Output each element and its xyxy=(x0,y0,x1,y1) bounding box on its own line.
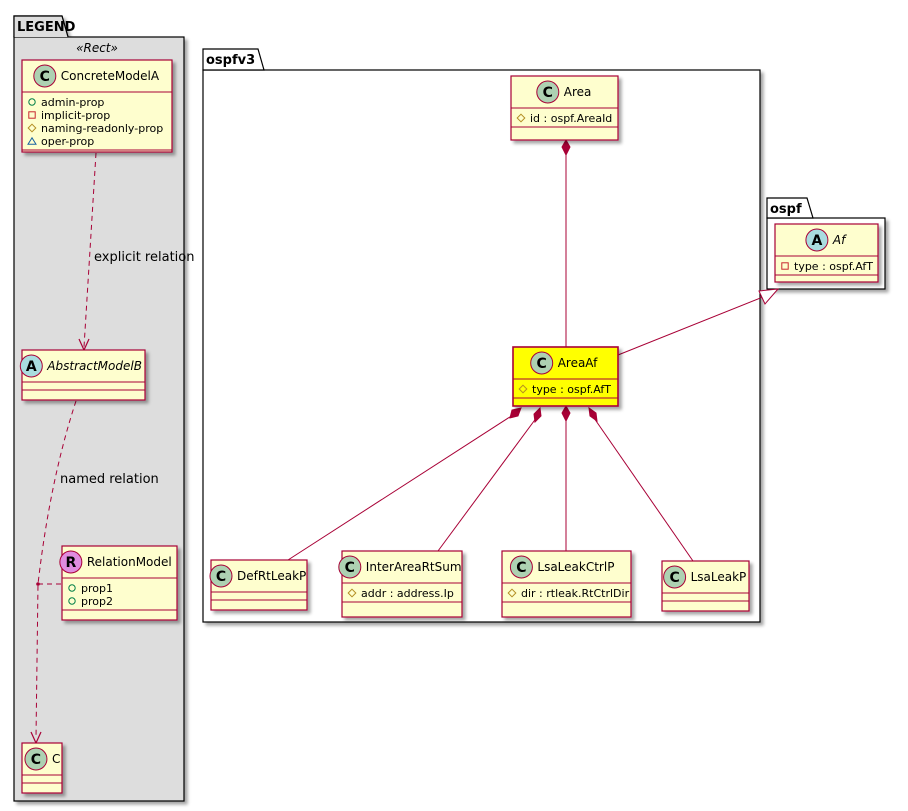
area-composition-diamond xyxy=(561,138,571,157)
class-type-letter: A xyxy=(811,233,822,249)
class-abstract-model-b[interactable]: A AbstractModelB xyxy=(19,349,146,401)
class-attribute: addr : address.Ip xyxy=(361,587,454,600)
class-lsa-leak-p[interactable]: C LsaLeakP xyxy=(661,560,750,612)
package-title-ospf: ospf xyxy=(770,202,802,217)
composition-diamond-interarearts xyxy=(533,406,542,424)
class-type-letter: C xyxy=(537,356,547,372)
protected-icon xyxy=(347,588,357,598)
class-type-letter: C xyxy=(543,85,553,101)
class-type-letter: C xyxy=(516,560,526,576)
class-type-letter: A xyxy=(26,359,37,375)
class-inter-area-rt-sum[interactable]: C InterAreaRtSum addr : address.Ip xyxy=(338,550,463,618)
class-type-icon xyxy=(59,550,83,574)
named-relation-label: named relation xyxy=(60,472,159,487)
class-attribute: type : ospf.AfT xyxy=(532,383,611,396)
class-type-icon xyxy=(805,228,829,252)
legend-stereotype: «Rect» xyxy=(76,41,118,55)
class-af[interactable]: A Af type : ospf.AfT xyxy=(774,223,879,283)
composition-diamond-defrtleakp xyxy=(509,407,522,419)
class-name: RelationModel xyxy=(87,555,172,569)
class-type-icon xyxy=(536,80,560,104)
class-name: ConcreteModelA xyxy=(61,69,160,83)
class-type-letter: R xyxy=(65,555,76,571)
generalization-triangle xyxy=(758,288,780,305)
class-box xyxy=(21,349,146,401)
private-icon xyxy=(28,111,36,119)
class-type-icon xyxy=(663,565,687,589)
class-attribute: oper-prop xyxy=(41,135,94,148)
class-area-af[interactable]: C AreaAf type : ospf.AfT xyxy=(512,346,619,407)
class-name: C xyxy=(52,752,60,766)
relation-junction-dot xyxy=(36,582,40,586)
class-box xyxy=(512,346,619,407)
areaaf-to-lsaleakp-line xyxy=(593,417,694,562)
class-name: LsaLeakP xyxy=(691,570,747,584)
class-name: InterAreaRtSum xyxy=(366,560,462,574)
class-type-icon xyxy=(209,564,233,588)
class-concrete-model-a[interactable]: C ConcreteModelA admin-propimplicit-propna… xyxy=(21,59,173,153)
class-type-letter: C xyxy=(345,560,355,576)
class-name: DefRtLeakP xyxy=(237,569,306,583)
class-name: LsaLeakCtrlP xyxy=(537,560,614,574)
class-attribute: type : ospf.AfT xyxy=(794,260,873,273)
class-def-rt-leak-p[interactable]: C DefRtLeakP xyxy=(209,559,308,611)
class-type-icon xyxy=(338,555,362,579)
class-type-icon xyxy=(19,354,43,378)
class-attribute: id : ospf.AreaId xyxy=(530,112,612,125)
protected-icon xyxy=(507,588,517,598)
class-name: AreaAf xyxy=(558,356,598,370)
public-icon xyxy=(28,98,36,106)
class-area[interactable]: C Area id : ospf.AreaId xyxy=(510,75,619,141)
class-attribute: implicit-prop xyxy=(41,109,110,122)
class-attribute: naming-readonly-prop xyxy=(41,122,163,135)
explicit-relation-label: explicit relation xyxy=(94,250,194,265)
package-legend: LEGEND «Rect» xyxy=(13,15,185,802)
areaaf-to-af-line xyxy=(617,296,764,356)
private-icon xyxy=(781,262,789,270)
class-type-icon xyxy=(33,64,57,88)
class-type-icon xyxy=(509,555,533,579)
class-attribute: prop1 xyxy=(81,582,113,595)
package-title-legend: LEGEND xyxy=(17,20,76,35)
class-type-letter: C xyxy=(669,570,679,586)
composition-diamond-lsaleakctrlp xyxy=(561,404,571,423)
named-relation-line xyxy=(35,400,77,739)
package-title-ospfv3: ospfv3 xyxy=(206,53,255,68)
class-type-letter: C xyxy=(31,752,41,768)
class-box xyxy=(774,223,879,283)
package-icon xyxy=(27,136,37,145)
class-type-icon xyxy=(24,747,48,771)
areaaf-to-interarearts-line xyxy=(437,416,538,552)
protected-icon xyxy=(27,123,37,133)
class-attribute: admin-prop xyxy=(41,96,104,109)
class-name: Af xyxy=(832,233,847,247)
class-name: AbstractModelB xyxy=(46,359,142,373)
composition-diamond-lsaleakp xyxy=(588,406,598,423)
protected-icon xyxy=(516,113,526,123)
relations: explicit relation named relation xyxy=(30,138,780,745)
class-name: Area xyxy=(564,85,592,99)
package-ospfv3: ospfv3 xyxy=(202,48,761,623)
class-attribute: dir : rtleak.RtCtrlDir xyxy=(521,587,630,600)
class-attribute: prop2 xyxy=(81,595,113,608)
public-icon xyxy=(68,597,76,605)
class-type-letter: C xyxy=(40,69,50,85)
class-lsa-leak-ctrl-p[interactable]: C LsaLeakCtrlP dir : rtleak.RtCtrlDir xyxy=(501,550,632,618)
class-type-icon xyxy=(530,351,554,375)
public-icon xyxy=(68,584,76,592)
class-type-letter: C xyxy=(216,569,226,585)
areaaf-to-defrtleakp-line xyxy=(287,412,517,561)
class-box xyxy=(341,550,463,618)
protected-icon xyxy=(518,384,528,394)
